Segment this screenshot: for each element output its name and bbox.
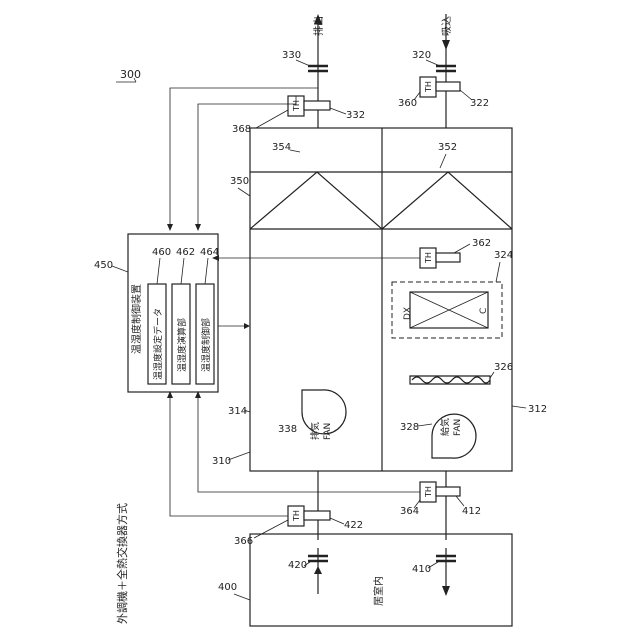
svg-text:温湿度制御部: 温湿度制御部 — [200, 318, 212, 372]
th-top-left-pipe-num: 332 — [346, 110, 365, 121]
hex-left-num: 354 — [272, 142, 291, 153]
th-top-right-pipe-num: 322 — [470, 98, 489, 109]
module-calc-num: 462 — [176, 247, 195, 258]
unit-num: 310 — [212, 456, 231, 467]
heating-coil — [410, 376, 490, 384]
svg-text:排気: 排気 — [309, 422, 321, 440]
system-label: 300 — [120, 68, 141, 81]
svg-text:TH: TH — [424, 81, 433, 93]
intake-text: 吸込 — [441, 16, 453, 36]
intake-num: 320 — [412, 50, 431, 61]
th-bottom-right-num: 364 — [400, 506, 419, 517]
exhaust-fan-num: 338 — [278, 424, 297, 435]
signal-wire-th-top-left — [198, 96, 296, 228]
controller-num: 450 — [94, 260, 113, 271]
th-top-left-num: 368 — [232, 124, 251, 135]
svg-text:温湿度設定データ: 温湿度設定データ — [152, 308, 164, 380]
unit-left-num: 314 — [228, 406, 247, 417]
hex-right-num: 352 — [438, 142, 457, 153]
room-num: 400 — [218, 582, 237, 593]
module-setting-num: 460 — [152, 247, 171, 258]
svg-text:給気: 給気 — [439, 418, 451, 436]
dx-group-num: 324 — [494, 250, 513, 261]
th-bottom-right-pipe-num: 412 — [462, 506, 481, 517]
supply-fan-num: 328 — [400, 422, 419, 433]
svg-text:FAN: FAN — [323, 423, 333, 440]
heat-exchanger-left-element — [250, 172, 382, 229]
exhaust-text: 排出 — [312, 16, 325, 36]
svg-text:温湿度演算部: 温湿度演算部 — [176, 318, 188, 372]
svg-text:TH: TH — [424, 252, 433, 264]
room-outlet-arrow — [442, 586, 450, 596]
intake-arrow-head — [442, 40, 450, 50]
unit-right-num: 312 — [528, 404, 547, 415]
svg-text:TH: TH — [424, 486, 433, 498]
svg-text:C: C — [479, 308, 489, 314]
room-text: 居室内 — [372, 576, 385, 606]
room-out-num: 410 — [412, 564, 431, 575]
diagram-title: 外調機＋全熱交換器方式 — [115, 503, 129, 624]
svg-text:DX: DX — [403, 307, 413, 320]
heat-exchanger-right-element — [382, 172, 512, 229]
th-bottom-left-pipe-num: 422 — [344, 520, 363, 531]
exhaust-num: 330 — [282, 50, 301, 61]
svg-text:TH: TH — [292, 100, 301, 112]
svg-text:FAN: FAN — [453, 419, 463, 436]
hex-num: 350 — [230, 176, 249, 187]
controller-title: 温湿度制御装置 — [130, 284, 143, 354]
module-ctrl-num: 464 — [200, 247, 219, 258]
coil-num: 326 — [494, 362, 513, 373]
room-inlet-arrow — [314, 566, 322, 574]
svg-text:TH: TH — [292, 510, 301, 522]
th-mid-num: 362 — [472, 238, 491, 249]
